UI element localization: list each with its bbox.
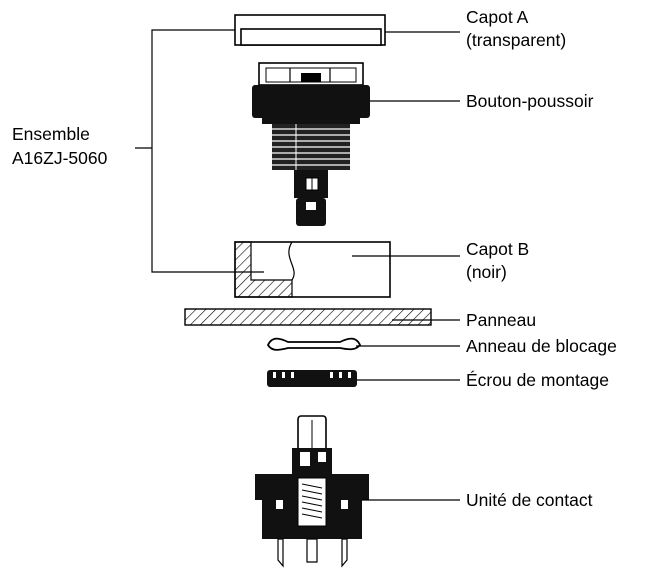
label-capot-a-sub: (transparent)	[466, 30, 566, 50]
bouton-poussoir-part	[252, 62, 370, 226]
label-ensemble: Ensemble	[12, 124, 90, 144]
capot-b-part	[234, 241, 391, 298]
label-capot-b-sub: (noir)	[466, 262, 507, 282]
anneau-part	[266, 337, 362, 351]
label-capot-b: Capot B	[466, 239, 529, 259]
label-bouton-poussoir: Bouton-poussoir	[466, 91, 594, 111]
capot-a-part	[234, 14, 386, 46]
ecrou-part	[267, 370, 357, 387]
label-ecrou: Écrou de montage	[466, 370, 609, 390]
leader-lines	[135, 29, 460, 501]
unite-de-contact-part	[255, 415, 369, 568]
label-panneau: Panneau	[466, 310, 536, 330]
label-anneau: Anneau de blocage	[466, 336, 617, 356]
label-ensemble-ref: A16ZJ-5060	[12, 148, 108, 168]
label-capot-a: Capot A	[466, 7, 529, 27]
panneau-part	[184, 308, 432, 326]
label-unite-contact: Unité de contact	[466, 490, 593, 510]
